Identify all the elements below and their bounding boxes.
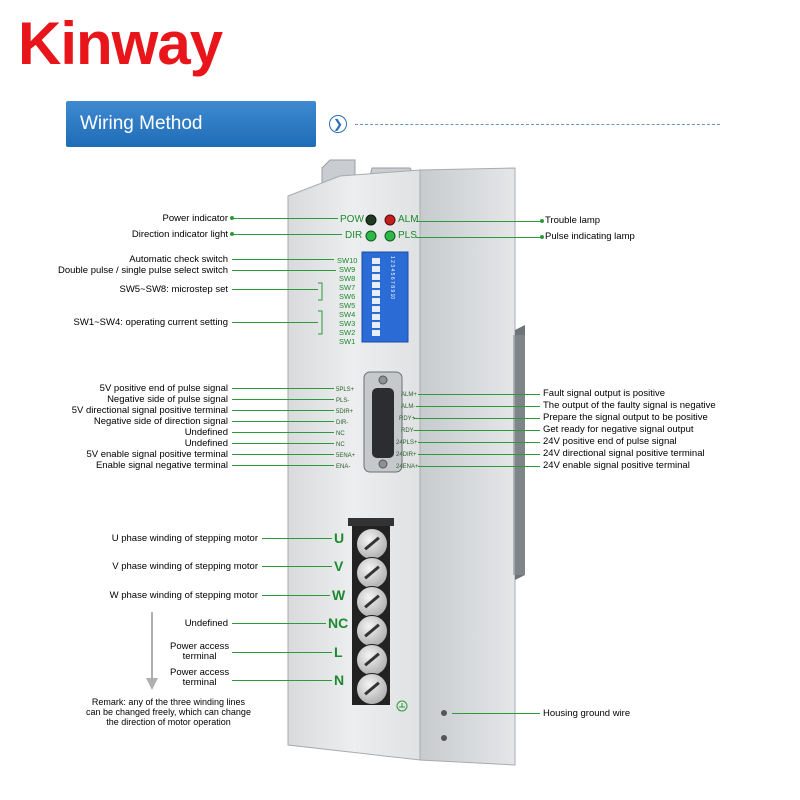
label-trouble-lamp: Trouble lamp — [545, 215, 601, 226]
terminal-label: N — [334, 672, 345, 688]
led-indicator-icon — [365, 214, 377, 226]
pls-label: PLS — [398, 230, 417, 241]
terminal-screw-icon — [356, 528, 388, 560]
terminal-screw-icon — [356, 615, 388, 647]
ground-symbol-icon — [396, 700, 408, 712]
pin-label: 24DIR+ — [396, 452, 417, 458]
sw-label: SW4 — [339, 310, 356, 319]
pin-label: ENA- — [336, 464, 351, 470]
section-banner — [66, 101, 316, 147]
pin-label: ALM- — [401, 404, 416, 410]
label-signal-right: Prepare the signal output to be positive — [543, 412, 708, 423]
pin-label: RDY- — [401, 428, 416, 434]
label-signal: 5V directional signal positive terminal — [71, 405, 228, 416]
label-signal: Negative side of direction signal — [93, 416, 228, 427]
pin-label: 5PLS+ — [336, 387, 355, 393]
brand-logo: Kinway — [18, 10, 223, 77]
pin-label: 5DIR+ — [336, 409, 354, 415]
label-signal-right: 24V directional signal positive terminal — [543, 448, 705, 459]
pow-label: POW — [340, 214, 364, 225]
pin-label: 24ENA+ — [396, 464, 419, 470]
label-signal: 5V enable signal positive terminal — [86, 449, 228, 460]
label-signal: Enable signal negative terminal — [95, 460, 228, 471]
terminal-screw-icon — [356, 644, 388, 676]
alm-label: ALM — [398, 214, 419, 225]
terminal-label: W — [332, 587, 346, 603]
label-signal-right: 24V enable signal positive terminal — [543, 460, 690, 471]
label-undefined: Undefined — [184, 618, 228, 629]
label-signal: 5V positive end of pulse signal — [99, 383, 228, 394]
pin-label: 24PLS+ — [396, 440, 418, 446]
pin-label: NC — [336, 431, 345, 437]
sw-label: SW2 — [339, 328, 356, 337]
pin-label: ALM+ — [401, 392, 417, 398]
label-microstep: SW5~SW8: microstep set — [119, 284, 229, 295]
sw-label: SW1 — [339, 337, 356, 346]
section-title: Wiring Method — [80, 113, 203, 134]
label-signal: Undefined — [184, 438, 228, 449]
label-signal: Negative side of pulse signal — [107, 394, 228, 405]
dashed-divider — [355, 124, 720, 125]
terminal-screw-icon — [356, 557, 388, 589]
label-power-indicator: Power indicator — [162, 213, 228, 224]
terminal-screw-icon — [356, 586, 388, 618]
label-ground: Housing ground wire — [543, 708, 631, 719]
sw-label: SW10 — [337, 256, 358, 265]
label-motor-u: U phase winding of stepping motor — [111, 533, 258, 544]
dip-numbers: 1 2 3 4 5 6 7 8 9 10 — [389, 256, 395, 300]
terminal-label: NC — [328, 615, 349, 631]
pin-label: RDY+ — [399, 416, 416, 422]
label-signal-right: Fault signal output is positive — [543, 388, 665, 399]
label-pulse-lamp: Pulse indicating lamp — [545, 231, 635, 242]
led-indicator-icon — [384, 230, 396, 242]
label-auto-check: Automatic check switch — [129, 254, 228, 265]
sw-label: SW7 — [339, 283, 356, 292]
pin-label: NC — [336, 442, 345, 448]
pin-label: DIR- — [336, 420, 349, 426]
label-current: SW1~SW4: operating current setting — [73, 317, 228, 328]
label-signal: Undefined — [184, 427, 228, 438]
sw-label: SW9 — [339, 265, 356, 274]
circle-chevron-right-icon: ❯ — [329, 115, 347, 133]
label-pulse-select: Double pulse / single pulse select switc… — [57, 265, 228, 276]
label-motor-w: W phase winding of stepping motor — [109, 590, 258, 601]
dir-label: DIR — [345, 230, 363, 241]
label-motor-v: V phase winding of stepping motor — [112, 561, 258, 572]
label-signal-right: The output of the faulty signal is negat… — [543, 400, 716, 411]
terminal-screw-icon — [356, 673, 388, 705]
pin-label: PLS- — [336, 398, 350, 404]
label-signal-right: 24V positive end of pulse signal — [543, 436, 677, 447]
pin-label: 5ENA+ — [336, 453, 356, 459]
sw-label: SW3 — [339, 319, 356, 328]
sw-label: SW5 — [339, 301, 356, 310]
sw-label: SW8 — [339, 274, 356, 283]
label-signal-right: Get ready for negative signal output — [543, 424, 694, 435]
terminal-label: U — [334, 530, 345, 546]
sw-label: SW6 — [339, 292, 356, 301]
terminal-label: V — [334, 558, 344, 574]
label-direction-indicator: Direction indicator light — [131, 229, 228, 240]
dip-switch-block — [361, 251, 409, 343]
led-indicator-icon — [384, 214, 396, 226]
terminal-label: L — [334, 644, 343, 660]
led-indicator-icon — [365, 230, 377, 242]
